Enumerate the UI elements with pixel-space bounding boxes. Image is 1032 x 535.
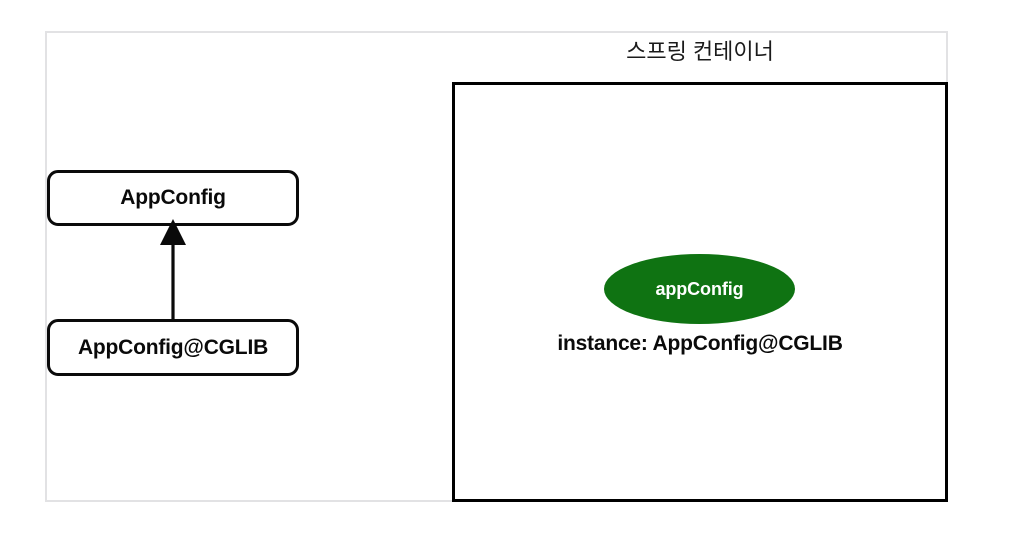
spring-container-title: 스프링 컨테이너 <box>626 39 774 64</box>
class-box-appconfig-label: AppConfig <box>120 186 226 209</box>
class-box-appconfig-cglib: AppConfig@CGLIB <box>47 319 299 376</box>
inheritance-arrow-icon <box>160 219 186 322</box>
bean-ellipse-appconfig: appConfig <box>604 254 795 324</box>
bean-instance-caption: instance: AppConfig@CGLIB <box>557 332 843 355</box>
bean-ellipse-label: appConfig <box>655 278 744 299</box>
spring-container-box <box>452 82 948 502</box>
class-box-appconfig-cglib-label: AppConfig@CGLIB <box>77 335 269 359</box>
